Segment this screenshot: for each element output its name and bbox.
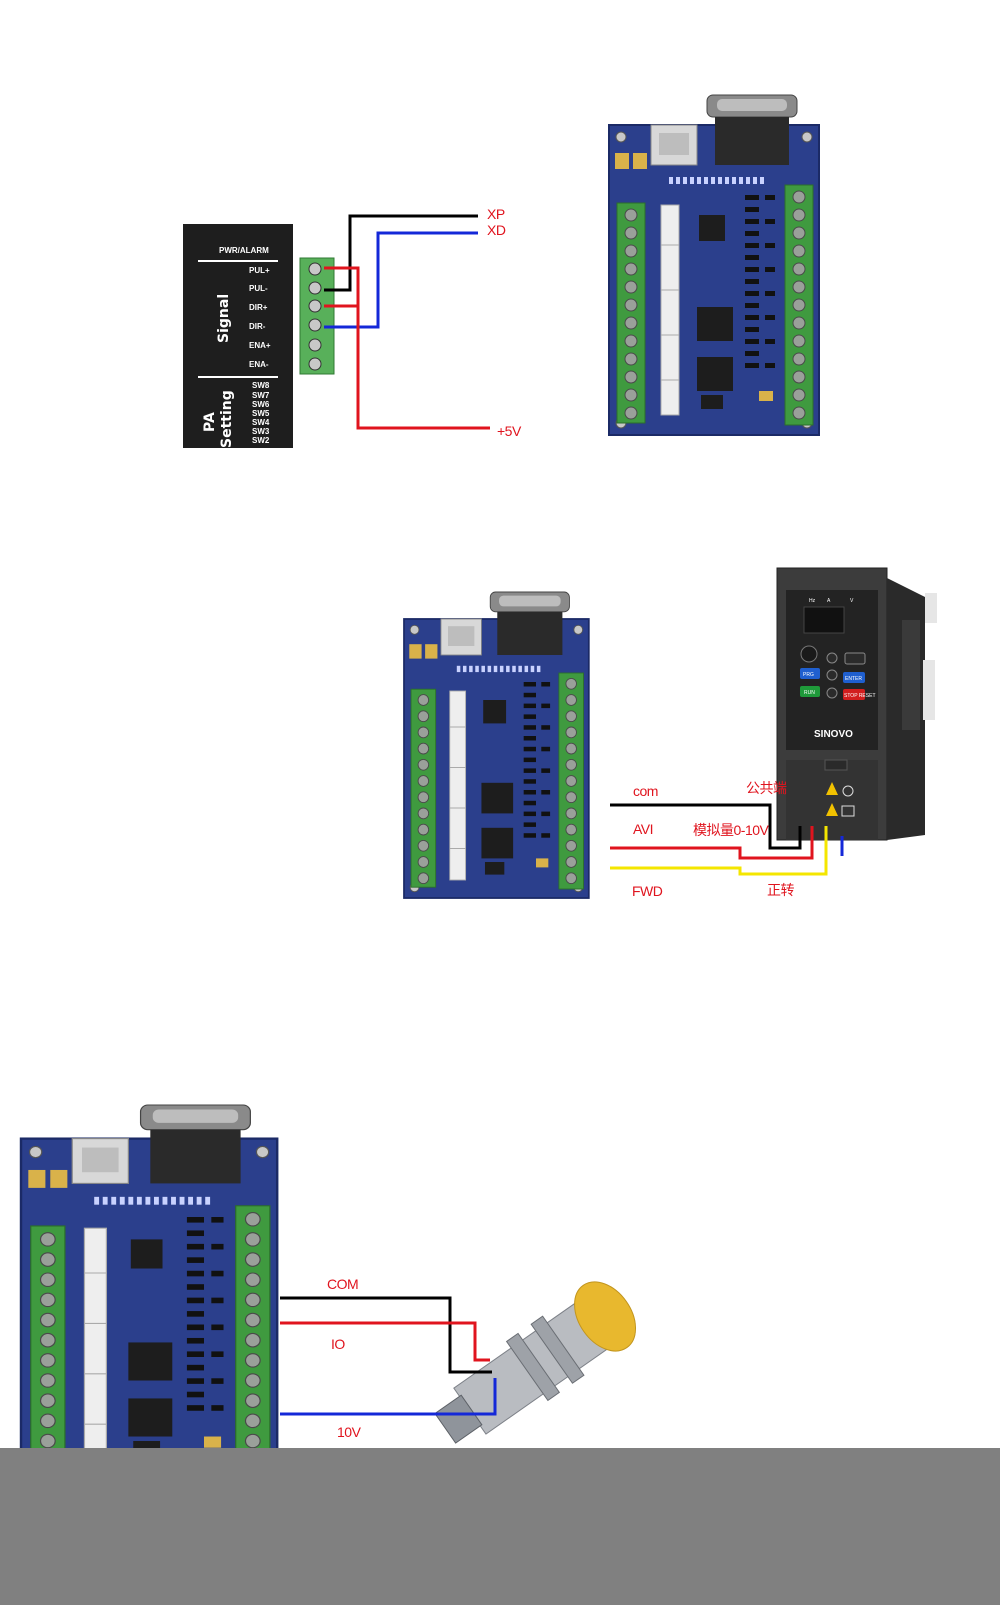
label-analog-0-10v: 模拟量0-10V [693, 822, 770, 838]
inverter-indicator-v: V [850, 598, 854, 604]
driver-terminal-ena-plus: ENA+ [249, 341, 271, 350]
stepper-driver-body [183, 224, 293, 448]
inverter-key-prg: PRG [803, 672, 814, 678]
driver-terminal-dir-minus: DIR- [249, 322, 266, 331]
inverter-key-enter: ENTER [845, 676, 862, 682]
wire-fwd-yellow [610, 826, 828, 876]
wire-avi-red [610, 826, 814, 860]
driver-switch-sw7: SW7 [252, 391, 270, 400]
driver-terminal-pul-plus: PUL+ [249, 266, 270, 275]
inverter-drive: PRG ENTER RUN STOP RESET Hz A V SINOVO [776, 567, 937, 841]
driver-switch-sw6: SW6 [252, 400, 270, 409]
wire-xp-black [324, 214, 478, 292]
motion-control-board-2 [403, 591, 590, 899]
motion-control-board-1 [608, 94, 820, 436]
inverter-key-run: RUN [804, 690, 815, 696]
warning-icon-2 [826, 803, 838, 816]
warning-icon [826, 782, 838, 795]
wire-xd-blue [324, 231, 478, 329]
driver-header: PWR/ALARM [219, 246, 269, 255]
driver-switch-sw4: SW4 [252, 418, 270, 427]
motion-control-board-3 [19, 1103, 279, 1488]
label-common-terminal: 公共端 [746, 780, 787, 796]
wire-com-black [610, 803, 802, 850]
driver-switch-sw2: SW2 [252, 436, 270, 445]
driver-terminal-pul-minus: PUL- [249, 284, 268, 293]
driver-switch-sw5: SW5 [252, 409, 270, 418]
label-com-lower: com [633, 783, 658, 799]
inverter-brand: SINOVO [814, 729, 853, 740]
driver-switch-sw3: SW3 [252, 427, 270, 436]
label-io: IO [331, 1336, 345, 1352]
label-fwd: FWD [632, 883, 663, 899]
label-5v: +5V [497, 423, 522, 439]
inverter-key-stop: STOP RESET [844, 693, 876, 699]
inverter-indicator-a: A [827, 598, 831, 604]
wire-io-red-sensor [280, 1321, 490, 1362]
driver-terminal-dir-plus: DIR+ [249, 303, 268, 312]
bottom-gray-band [0, 1448, 1000, 1605]
label-xp: XP [487, 206, 505, 222]
label-xd: XD [487, 222, 506, 238]
label-com-upper: COM [327, 1276, 358, 1292]
inverter-indicator-hz: Hz [809, 598, 816, 604]
driver-setting-title-pa: PA [202, 412, 218, 432]
label-forward: 正转 [767, 882, 794, 898]
wire-5v-red [324, 266, 490, 430]
proximity-sensor [434, 1281, 637, 1444]
driver-setting-title: Setting [219, 390, 235, 448]
driver-signal-title: Signal [216, 294, 232, 343]
label-10v: 10V [337, 1424, 362, 1440]
driver-terminal-ena-minus: ENA- [249, 360, 269, 369]
wire-10v-blue-sensor [280, 1378, 497, 1416]
label-avi: AVI [633, 821, 653, 837]
driver-terminal-block [299, 257, 335, 375]
driver-switch-sw8: SW8 [252, 381, 270, 390]
wire-com-black-sensor [280, 1296, 492, 1374]
